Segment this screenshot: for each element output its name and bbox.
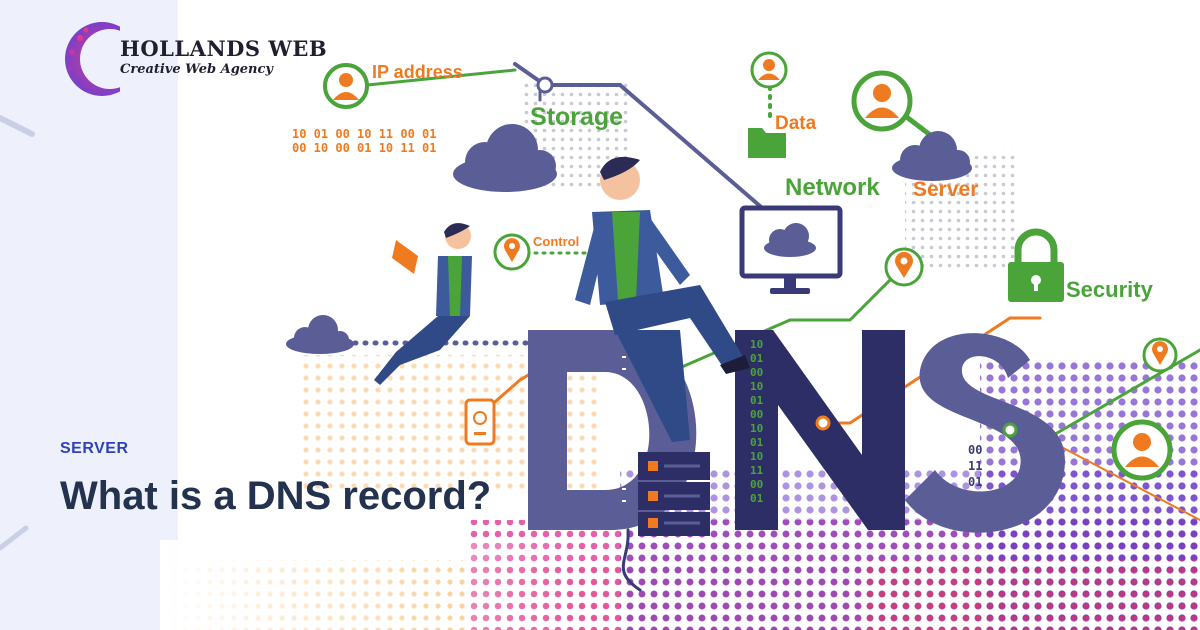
user-node-icon: [1111, 419, 1173, 481]
user-node-icon: [851, 70, 913, 132]
svg-text:01: 01: [750, 352, 764, 365]
category-tag[interactable]: SERVER: [60, 440, 129, 457]
svg-text:00: 00: [750, 408, 763, 421]
location-pin-icon: [1142, 337, 1178, 373]
logo-mark-icon: [65, 22, 120, 96]
cloud-icon: [286, 315, 354, 354]
man-sitting-figure: [575, 156, 750, 442]
svg-text:01: 01: [968, 475, 982, 489]
label-ip-address: IP address: [372, 62, 463, 82]
label-security: Security: [1066, 277, 1154, 302]
label-control: Control: [533, 234, 579, 249]
svg-text:01: 01: [750, 492, 764, 505]
brand-tagline: Creative Web Agency: [120, 62, 273, 77]
label-data: Data: [775, 113, 817, 134]
svg-text:10: 10: [750, 380, 763, 393]
svg-text:10: 10: [750, 422, 763, 435]
phone-icon: [464, 398, 496, 446]
location-pin-icon: [884, 247, 924, 287]
folder-icon: [748, 128, 786, 158]
location-pin-icon: [493, 233, 531, 271]
svg-text:10: 10: [750, 338, 763, 351]
user-node-icon: [750, 51, 788, 89]
padlock-icon: [1008, 228, 1064, 302]
left-panel-background: [0, 0, 178, 630]
svg-text:10: 10: [750, 450, 763, 463]
node-dot: [536, 76, 554, 94]
decor-stroke: [0, 115, 35, 137]
brand-logo[interactable]: HOLLANDS WEB Creative Web Agency: [62, 18, 327, 100]
server-rack-icon: [638, 452, 710, 536]
label-storage: Storage: [530, 103, 623, 131]
svg-text:11: 11: [750, 464, 764, 477]
article-title: What is a DNS record?: [60, 474, 492, 518]
binary-column: 10 01 00 10 01 00 10 01 10 11 00 01: [750, 338, 764, 505]
binary-text: 10 01 00 10 11 00 01: [292, 127, 437, 141]
label-network: Network: [785, 174, 880, 201]
cloud-icon: [892, 131, 972, 181]
user-node-icon: [323, 63, 369, 109]
svg-text:00: 00: [750, 478, 763, 491]
cloud-icon: [453, 124, 557, 192]
svg-text:01: 01: [750, 436, 764, 449]
binary-text: 00 10 00 01 10 11 01: [292, 141, 437, 155]
monitor-icon: [739, 205, 843, 294]
svg-text:00: 00: [750, 366, 763, 379]
svg-text:00: 00: [968, 443, 982, 457]
label-server: Server: [913, 178, 978, 201]
brand-name: HOLLANDS WEB: [120, 36, 328, 61]
decor-stroke: [0, 525, 29, 551]
man-reading-figure: [374, 223, 472, 385]
node-dot: [815, 415, 831, 431]
svg-text:01: 01: [750, 394, 764, 407]
binary-column: 00 11 01: [968, 443, 982, 489]
node-dot: [1002, 422, 1018, 438]
svg-text:11: 11: [968, 459, 982, 473]
halftone-bottom: [160, 360, 1200, 630]
